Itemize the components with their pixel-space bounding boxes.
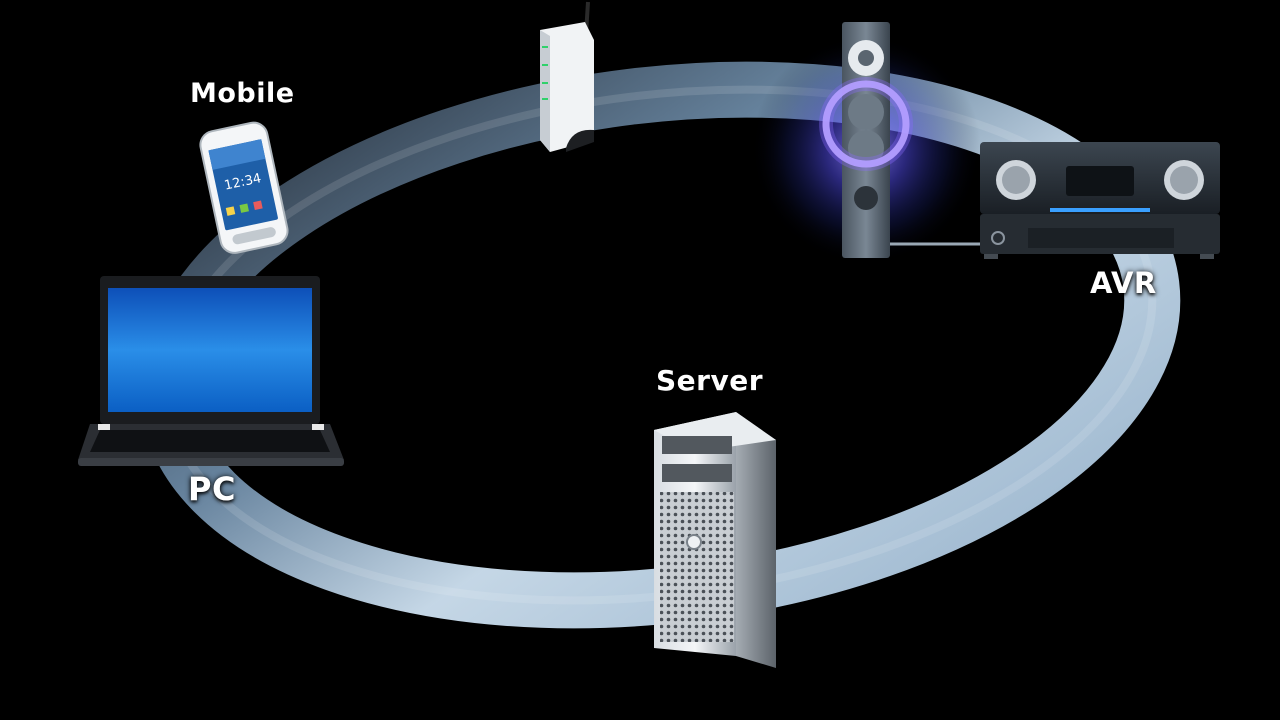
server-label: Server <box>656 364 764 397</box>
wireless-router-icon <box>540 1 594 152</box>
av-receiver-icon <box>980 142 1220 259</box>
smartphone-icon: 12:34 <box>199 121 289 254</box>
speaker-icon <box>819 22 982 258</box>
tower-server-icon <box>654 412 776 668</box>
avr-label: AVR <box>1090 266 1157 300</box>
pc-label: PC <box>188 470 236 508</box>
laptop-icon <box>78 276 344 466</box>
mobile-label: Mobile <box>190 78 295 109</box>
